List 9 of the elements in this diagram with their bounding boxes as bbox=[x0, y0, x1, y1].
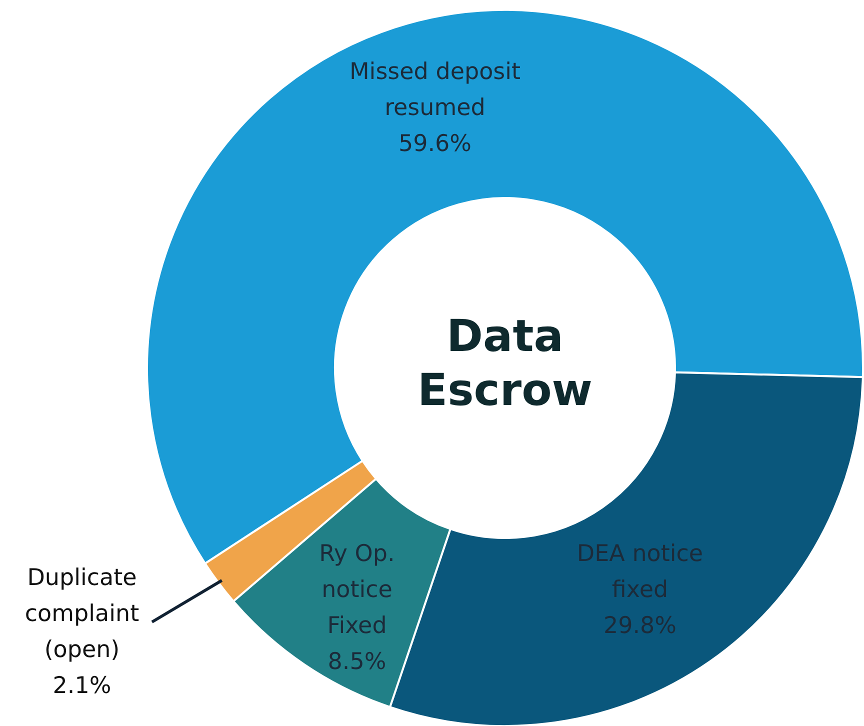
category-label: Duplicate complaint (open) bbox=[24, 564, 140, 665]
value-label: 2.1% bbox=[52, 672, 112, 701]
category-label: Missed deposit resumed bbox=[348, 58, 522, 123]
value-label: 8.5% bbox=[326, 648, 388, 677]
value-label: 29.8% bbox=[602, 612, 678, 641]
chart-title: Data Escrow bbox=[416, 310, 594, 418]
category-label: Ry Op. notice Fixed bbox=[318, 540, 396, 641]
category-label: DEA notice fixed bbox=[576, 540, 704, 605]
value-label: 59.6% bbox=[397, 130, 473, 159]
